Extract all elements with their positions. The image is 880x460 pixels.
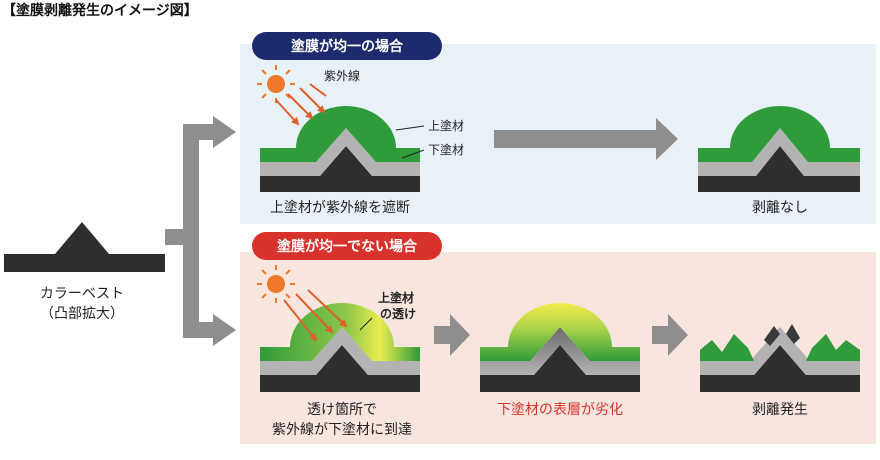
see-through-label-line1: 上塗材 [378, 290, 414, 305]
see-through-label-line2: の透け [380, 307, 416, 321]
nonuniform-peel-diagram [700, 324, 860, 392]
nonuniform-caption2: 下塗材の表層が劣化 [497, 401, 623, 418]
nonuniform-caption1-line2: 紫外線が下塗材に到達 [272, 421, 412, 438]
uniform-pill [252, 32, 442, 60]
nonuniform-caption3: 剥離発生 [752, 401, 808, 418]
uniform-after-diagram [698, 106, 860, 192]
uniform-result: 剥離なし [752, 199, 808, 216]
flow-arrow [434, 314, 470, 356]
uniform-before-diagram [260, 106, 420, 192]
nonuniform-degrade-diagram [480, 303, 640, 392]
uv-ray-arrow [283, 289, 348, 342]
nonuniform-before-diagram [260, 303, 420, 392]
uv-label: 紫外線 [324, 68, 360, 83]
slate-caption-line1: カラーベスト [40, 286, 124, 302]
diagram-title: 【塗膜剥離発生のイメージ図】 [2, 2, 198, 19]
slate-caption-line2: （凸部拡大） [40, 306, 124, 322]
flow-arrow [494, 118, 678, 160]
uv-ray-arrow [275, 83, 327, 126]
nonuniform-caption1-line1: 透け箇所で [307, 401, 377, 418]
slate-roof-icon [4, 222, 165, 272]
flow-arrow [652, 314, 688, 356]
uniform-pill-label: 塗膜が均一の場合 [291, 38, 404, 55]
nonuniform-pill [252, 232, 442, 260]
branch-arrow [165, 116, 236, 346]
sun-icon [257, 265, 295, 303]
uniform-caption: 上塗材が紫外線を遮断 [270, 199, 410, 216]
under-coat-label: 下塗材 [428, 142, 464, 157]
top-coat-label: 上塗材 [428, 118, 464, 133]
nonuniform-pill-label: 塗膜が均一でない場合 [277, 238, 418, 255]
